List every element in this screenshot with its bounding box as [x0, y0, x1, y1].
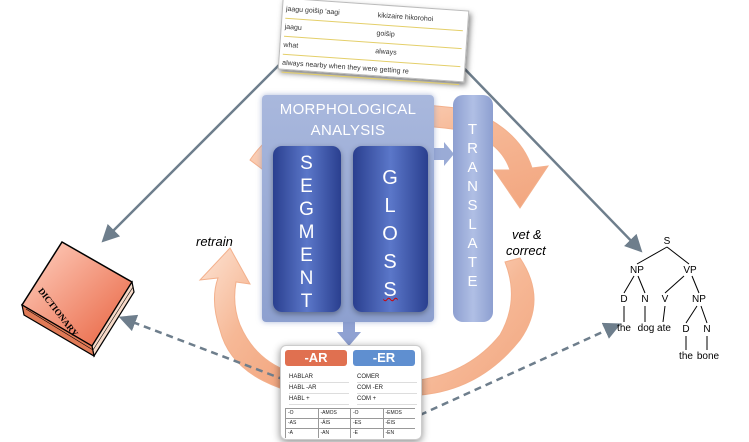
- conj-table-cell: -AMOS: [317, 409, 351, 418]
- conj-table-cell: -EMOS: [382, 409, 416, 418]
- conj-table-row: -A-AN-E-EN: [285, 428, 415, 438]
- morph-title-line2: ANALYSIS: [310, 122, 386, 139]
- conj-row: HABL -AR: [289, 383, 349, 394]
- transText-letter: A: [467, 159, 479, 176]
- conj-table-cell: -A: [285, 429, 318, 438]
- retrain-label: retrain: [196, 234, 233, 249]
- transText-letter: E: [467, 273, 479, 290]
- segText-letter: T: [300, 291, 314, 312]
- transText-letter: A: [467, 235, 479, 252]
- connector-doc-to-dictionary: [101, 61, 283, 243]
- transText-letter: T: [467, 121, 479, 138]
- tree-word-the: the: [617, 323, 631, 334]
- conj-row: HABLAR: [289, 372, 349, 383]
- conj-row: COM +: [357, 394, 417, 405]
- tree-node-s: S: [663, 236, 671, 247]
- connector-table-to-tree: [419, 322, 622, 417]
- tree-node-np2: NP: [692, 294, 706, 305]
- conj-table-cell: -ES: [350, 419, 383, 428]
- gloText-letter: S: [383, 279, 398, 301]
- gloText-letter: S: [383, 251, 398, 273]
- tree-node-d: D: [620, 294, 628, 305]
- transText-letter: L: [468, 216, 478, 233]
- arrow-morph-to-translate: [434, 142, 454, 166]
- vet-label-line2: correct: [506, 243, 546, 258]
- tree-node-n2: N: [703, 324, 711, 335]
- segText-letter: E: [300, 245, 314, 266]
- vet-correct-label: vet & correct: [506, 227, 546, 259]
- document-cell: goiŝip: [376, 30, 395, 39]
- segment-column: [273, 146, 341, 312]
- conj-table-cell: -ÁIS: [317, 419, 351, 428]
- conj-table-cell: -AS: [285, 419, 318, 428]
- vet-label-line1: vet &: [512, 227, 542, 242]
- gloss-column: [353, 146, 428, 312]
- segText-letter: E: [300, 176, 314, 197]
- conj-table-cell: -EN: [382, 429, 416, 438]
- tree-node-n: N: [641, 294, 649, 305]
- transText-letter: R: [467, 140, 479, 157]
- transText-letter: N: [467, 178, 479, 195]
- segText-letter: S: [300, 153, 314, 174]
- connector-doc-to-tree: [457, 61, 643, 253]
- segText-letter: N: [299, 268, 315, 289]
- tree-node-vp: VP: [683, 265, 697, 276]
- translate-panel: [453, 95, 493, 322]
- dictionary-book-icon: [20, 240, 135, 358]
- tree-word-the2: the: [679, 351, 693, 362]
- tree-word-dog: dog: [637, 323, 655, 334]
- conj-table-cell: -AN: [317, 429, 351, 438]
- connector-table-to-dictionary: [118, 314, 286, 382]
- conj-header-er: -ER: [353, 350, 415, 366]
- conj-table-cell: -E: [350, 429, 383, 438]
- gloText-letter: L: [384, 195, 397, 217]
- conj-row: HABL +: [289, 394, 349, 405]
- tree-node-d2: D: [682, 324, 690, 335]
- segText-letter: G: [299, 199, 315, 220]
- parse-tree-edges: [623, 246, 708, 350]
- tree-word-bone: bone: [696, 351, 720, 362]
- arrow-morph-to-table: [337, 322, 361, 346]
- conj-header-ar: -AR: [285, 350, 347, 366]
- conj-table-cell: -ÉIS: [382, 419, 416, 428]
- transText-letter: T: [467, 254, 479, 271]
- gloText-letter: O: [382, 223, 399, 245]
- conj-table-row: -AS-ÁIS-ES-ÉIS: [285, 418, 415, 428]
- tree-word-ate: ate: [657, 323, 671, 334]
- segText-letter: M: [298, 222, 316, 243]
- conj-table-cell: -O: [350, 409, 383, 418]
- conj-table-row: -O-AMOS-O-EMOS: [285, 408, 415, 418]
- morphological-analysis-title: MORPHOLOGICAL ANALYSIS: [262, 99, 434, 141]
- conj-ending-table: -O-AMOS-O-EMOS-AS-ÁIS-ES-ÉIS-A-AN-E-EN: [285, 408, 415, 438]
- tree-node-v: V: [661, 294, 669, 305]
- conj-table-cell: -O: [285, 409, 318, 418]
- tree-node-np: NP: [630, 265, 644, 276]
- transText-letter: S: [467, 197, 479, 214]
- conj-row: COM -ER: [357, 383, 417, 394]
- gloText-letter: G: [382, 167, 399, 189]
- cycle-arrow-bottom-left: [198, 247, 291, 389]
- conj-row: COMER: [357, 372, 417, 383]
- document-cell: always: [374, 48, 397, 57]
- morph-title-line1: MORPHOLOGICAL: [279, 101, 417, 118]
